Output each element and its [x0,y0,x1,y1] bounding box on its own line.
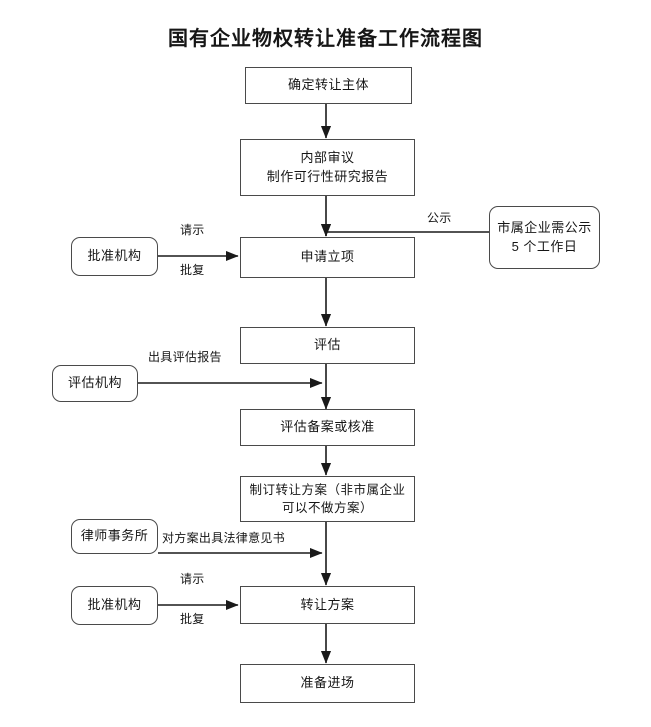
node-approval-authority-bottom[interactable]: 批准机构 [71,586,158,625]
node-internal-review[interactable]: 内部审议 制作可行性研究报告 [240,139,415,196]
node-label-line1: 市属企业需公示 [497,219,592,235]
connector-publicity-application [320,223,489,237]
node-label: 准备进场 [300,675,355,691]
node-label: 确定转让主体 [287,77,369,93]
edge-label-request-top: 请示 [180,223,205,237]
node-label: 批准机构 [87,248,142,264]
node-label: 评估备案或核准 [280,419,375,435]
edge-label-issue-appraisal-report: 出具评估报告 [148,350,222,364]
node-label-line2: 可以不做方案） [281,501,373,515]
node-label: 申请立项 [300,249,355,265]
node-law-firm[interactable]: 律师事务所 [71,519,158,554]
node-confirm-transfer-subject[interactable]: 确定转让主体 [245,67,412,104]
node-label: 转让方案 [300,596,355,612]
edge-label-reply-bottom: 批复 [180,612,205,626]
page-title: 国有企业物权转让准备工作流程图 [168,28,483,50]
node-label: 批准机构 [87,597,142,613]
node-label-line2: 制作可行性研究报告 [266,168,389,184]
node-apply-project[interactable]: 申请立项 [240,237,415,278]
edge-label-publicity: 公示 [427,211,452,225]
node-label-line1: 制订转让方案（非市属企业 [249,482,406,497]
node-label: 评估机构 [67,375,122,391]
node-label: 评估 [313,337,341,353]
node-transfer-plan[interactable]: 转让方案 [240,586,415,624]
node-label-line1: 内部审议 [300,149,355,165]
edge-label-legal-opinion: 对方案出具法律意见书 [162,531,286,545]
node-approval-authority-top[interactable]: 批准机构 [71,237,158,276]
node-draft-transfer-plan[interactable]: 制订转让方案（非市属企业 可以不做方案） [240,476,415,522]
node-appraisal-agency[interactable]: 评估机构 [52,365,138,402]
node-prepare-entry[interactable]: 准备进场 [240,664,415,703]
node-municipal-enterprise-publicity[interactable]: 市属企业需公示 5 个工作日 [489,206,600,269]
node-label: 律师事务所 [80,528,149,544]
edge-label-request-bottom: 请示 [180,572,205,586]
edge-label-reply-top: 批复 [180,263,205,277]
node-evaluation-filing-or-approval[interactable]: 评估备案或核准 [240,409,415,446]
node-label-line2: 5 个工作日 [511,238,578,254]
node-evaluation[interactable]: 评估 [240,327,415,364]
